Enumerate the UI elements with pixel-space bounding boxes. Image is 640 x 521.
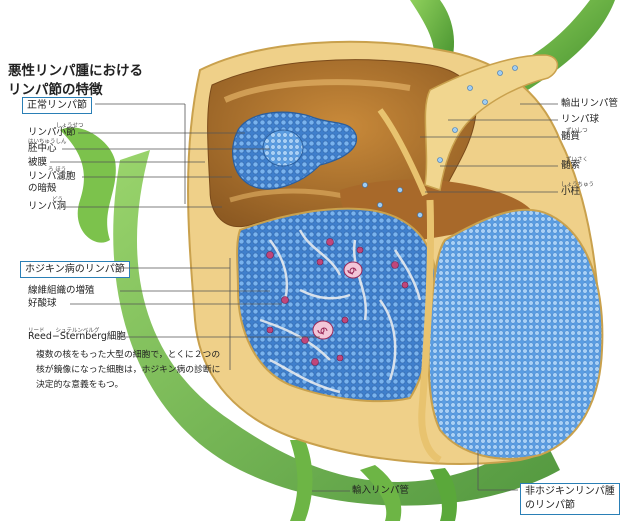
label-medulla: 髄質 xyxy=(561,131,581,142)
label-germinal-center: 胚中心 xyxy=(28,143,57,154)
non-hodgkin-node-label: 非ホジキンリンパ腫 のリンパ節 xyxy=(520,483,620,515)
ruby-medullary-cord: ずいさく xyxy=(566,157,589,163)
normal-node-label: 正常リンパ節 xyxy=(22,97,92,114)
label-filtration-2: の暗殻 xyxy=(28,183,57,194)
non-hodgkin-line-2: のリンパ節 xyxy=(525,500,575,511)
ruby-filtration: ろ ほう xyxy=(48,167,67,173)
label-lymph-follicle: リンパ小節 xyxy=(28,127,76,138)
ruby-lymph-sinus: どう xyxy=(52,197,64,203)
title-line-1: 悪性リンパ腫における xyxy=(8,63,143,79)
label-lymphocyte: リンパ球 xyxy=(561,114,600,125)
label-trabecula: 小柱 xyxy=(561,186,581,197)
label-afferent-vessel: 輸入リンパ管 xyxy=(352,485,410,496)
ruby-trabecula: しょうちゅう xyxy=(561,182,595,188)
figure-title: 悪性リンパ腫における リンパ節の特徴 xyxy=(8,62,143,100)
label-lymph-sinus: リンパ洞 xyxy=(28,201,67,212)
hodgkin-node-label: ホジキン病のリンパ節 xyxy=(20,261,130,278)
reed-sternberg-description: 複数の核をもった大型の細胞で，とくに２つの核が鏡像になった細胞は，ホジキン病の診… xyxy=(36,350,221,390)
ruby-medulla: ずいしつ xyxy=(566,128,588,134)
label-medullary-cord: 髄索 xyxy=(561,160,581,171)
efferent-vessel-shape xyxy=(424,54,559,191)
lymph-follicle xyxy=(232,111,358,190)
hodgkin-region xyxy=(236,207,437,403)
ruby-lymph-follicle: しょうせつ xyxy=(56,123,84,129)
title-line-2: リンパ節の特徴 xyxy=(8,82,103,98)
label-reed-sternberg: Reed−Sternberg細胞 xyxy=(28,331,126,342)
label-capsule: 被膜 xyxy=(28,157,48,168)
label-efferent-vessel: 輸出リンパ管 xyxy=(561,98,619,109)
label-filtration-1: リンパ濾胞 xyxy=(28,171,76,182)
ruby-germinal-center: はいちゅうしん xyxy=(28,139,67,145)
non-hodgkin-line-1: 非ホジキンリンパ腫 xyxy=(525,486,615,497)
non-hodgkin-region xyxy=(427,208,604,460)
ruby-reed-sternberg: リード シュテルンベルグ xyxy=(28,328,100,334)
label-fibrous-growth: 線維組織の増殖 xyxy=(28,285,95,296)
label-eosinophil: 好酸球 xyxy=(28,298,57,309)
